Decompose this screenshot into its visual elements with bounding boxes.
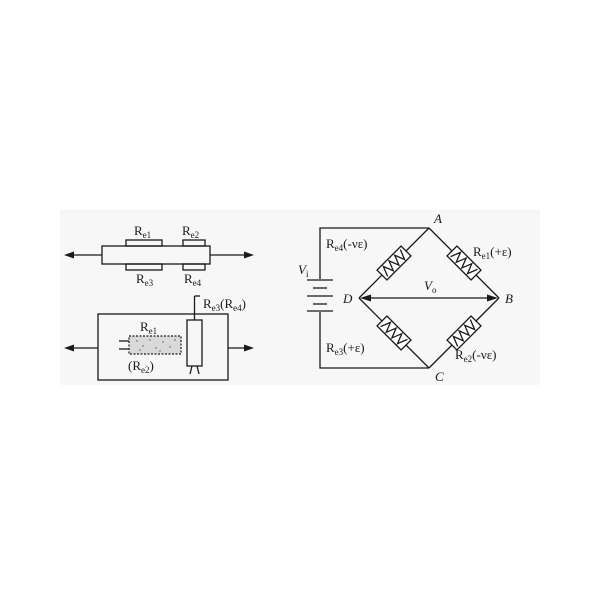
node-b: B — [505, 291, 513, 306]
label-re1-top: Re1 — [134, 223, 151, 240]
node-c: C — [435, 369, 444, 384]
gauge-re2 — [182, 239, 206, 247]
resistor-re1 — [446, 245, 482, 281]
label-re4-top: Re4 — [184, 271, 202, 288]
label-re2-top: Re2 — [182, 223, 199, 240]
label-vo: Vo — [424, 278, 437, 295]
label-re2-plan: (Re2) — [128, 358, 154, 375]
specimen-plate — [97, 313, 229, 381]
right-arrow-icon — [244, 251, 254, 259]
right-arrow-icon — [244, 344, 254, 352]
label-re4-strain: Re4(-νε) — [326, 236, 368, 253]
supply-wire-bottom — [319, 312, 429, 369]
label-re3-top: Re3 — [136, 271, 154, 288]
label-vi: Vi — [298, 262, 309, 279]
resistor-re3 — [376, 315, 412, 351]
label-re1-strain: Re1(+ε) — [473, 244, 512, 261]
supply-wire-top — [319, 227, 429, 279]
left-arrow-icon — [64, 251, 74, 259]
gauge-re1-plan — [128, 335, 182, 355]
label-re2-strain: Re2(-νε) — [455, 347, 497, 364]
resistor-re2 — [446, 315, 482, 351]
left-arrow-icon — [64, 344, 74, 352]
resistor-re4 — [376, 245, 412, 281]
node-d: D — [342, 291, 353, 306]
arrow-right-icon — [487, 294, 498, 302]
battery-icon — [307, 279, 333, 312]
gauge-re3 — [125, 263, 163, 271]
gauge-re4 — [182, 263, 206, 271]
tension-bar-plan-view: Re1 (Re2) Re3(Re4) — [64, 295, 254, 381]
tension-bar-top: Re1 Re2 Re3 Re4 — [64, 223, 254, 288]
arrow-left-icon — [360, 294, 371, 302]
label-re3-strain: Re3(+ε) — [326, 340, 365, 357]
node-a: A — [433, 211, 442, 226]
label-re3-re4-plan: Re3(Re4) — [203, 296, 246, 313]
label-re1-plan: Re1 — [140, 319, 157, 336]
wheatstone-bridge: A B C D Vi Vo Re4(-νε) Re1(+ε) Re3(+ε) R… — [298, 211, 513, 384]
gauge-re1 — [125, 239, 163, 247]
